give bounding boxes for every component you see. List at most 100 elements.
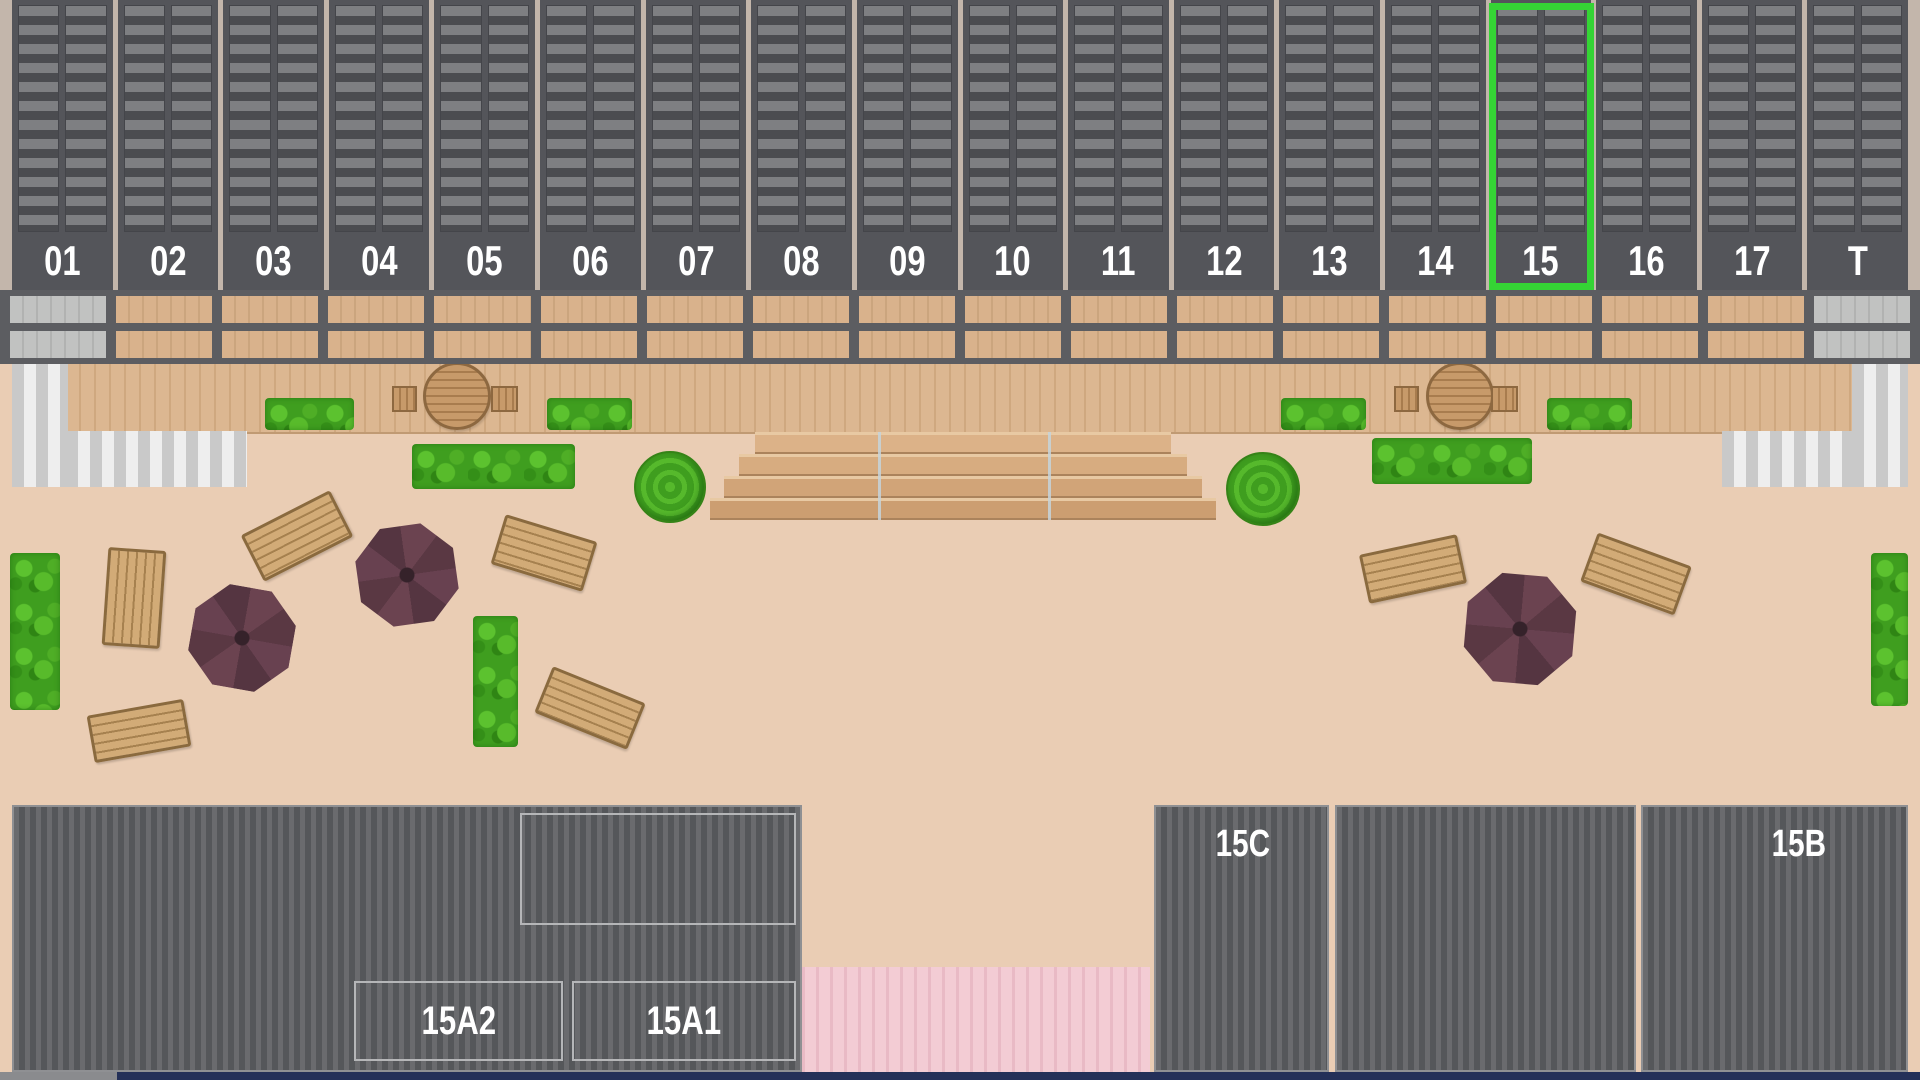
rack-shelf xyxy=(170,5,213,232)
picnic-bench xyxy=(490,514,598,592)
rack-shelf xyxy=(1755,5,1797,232)
stall-column-05[interactable]: 05 xyxy=(434,0,536,290)
rack-shelf xyxy=(1390,5,1433,232)
chair xyxy=(1394,386,1419,412)
stair-step xyxy=(724,476,1202,498)
stall-column-10[interactable]: 10 xyxy=(962,0,1064,290)
chair xyxy=(1491,386,1518,412)
hedge xyxy=(412,444,575,489)
chair xyxy=(392,386,417,412)
stall-column-16[interactable]: 16 xyxy=(1596,0,1697,290)
rack-shelf xyxy=(18,5,60,232)
rack-shelf xyxy=(804,5,846,232)
rack-shelf xyxy=(123,5,165,232)
rack-shelf xyxy=(276,5,318,232)
building-mid[interactable] xyxy=(1335,805,1636,1072)
stall-label: 06 xyxy=(572,237,609,284)
pink-walkway xyxy=(802,967,1150,1072)
stall-column-08[interactable]: 08 xyxy=(751,0,852,290)
stall-label: 02 xyxy=(149,237,187,284)
stall-label: 05 xyxy=(466,237,503,284)
hedge xyxy=(473,616,518,747)
staircase xyxy=(710,432,1216,520)
rack-shelf xyxy=(1649,5,1691,232)
stall-column-13[interactable]: 13 xyxy=(1279,0,1380,290)
stall-label: T xyxy=(1847,237,1868,284)
rack-shelf xyxy=(910,5,952,232)
picnic-bench xyxy=(240,490,354,582)
rack-shelf xyxy=(862,5,905,232)
stall-racks xyxy=(1807,0,1908,232)
rack-shelf xyxy=(1179,5,1222,232)
stair-step xyxy=(755,432,1171,454)
stall-racks xyxy=(963,0,1064,232)
stair-divider xyxy=(1048,432,1051,520)
rack-shelf xyxy=(757,5,799,232)
stair-step xyxy=(710,498,1216,520)
hedge xyxy=(1871,553,1908,706)
stall-racks xyxy=(12,0,113,232)
stall-racks xyxy=(751,0,852,232)
stall-label: 09 xyxy=(888,237,926,284)
stall-racks xyxy=(540,0,641,232)
hedge xyxy=(1547,398,1632,430)
rack-shelf xyxy=(1543,5,1586,232)
stall-label: 12 xyxy=(1205,237,1243,284)
picnic-bench xyxy=(1580,532,1692,616)
stall-column-04[interactable]: 04 xyxy=(328,0,430,290)
building-15b[interactable]: 15B xyxy=(1641,805,1908,1072)
rack-shelf xyxy=(1015,5,1058,232)
stall-column-09[interactable]: 09 xyxy=(856,0,958,290)
stall-label: 14 xyxy=(1417,237,1454,284)
room-unlabeled[interactable] xyxy=(520,813,796,925)
stall-column-07[interactable]: 07 xyxy=(645,0,747,290)
stall-label: 17 xyxy=(1733,237,1771,284)
stall-racks xyxy=(857,0,958,232)
parasol xyxy=(1451,560,1590,699)
stall-column-14[interactable]: 14 xyxy=(1384,0,1486,290)
rack-shelf xyxy=(1285,5,1327,232)
stall-label: 15 xyxy=(1522,237,1560,284)
stall-column-15[interactable]: 15 xyxy=(1490,0,1592,290)
building-15c[interactable]: 15C xyxy=(1154,805,1329,1072)
round-table xyxy=(1426,362,1494,430)
rack-shelf xyxy=(968,5,1010,232)
rack-shelf xyxy=(440,5,482,232)
striped-pavement xyxy=(12,364,68,487)
footer-strip-navy xyxy=(117,1072,1920,1080)
stall-label: 01 xyxy=(44,237,81,284)
chair xyxy=(491,386,518,412)
building-left[interactable]: 15A2 15A1 xyxy=(12,805,802,1072)
building-label: 15C xyxy=(1215,823,1271,865)
rack-shelf xyxy=(1121,5,1163,232)
room-15a1[interactable]: 15A1 xyxy=(572,981,796,1061)
stall-column-17[interactable]: 17 xyxy=(1701,0,1803,290)
hedge xyxy=(265,398,354,430)
picnic-bench xyxy=(1358,534,1468,604)
stair-divider xyxy=(878,432,881,520)
parasol xyxy=(341,509,472,640)
rack-shelf xyxy=(1602,5,1644,232)
stall-column-11[interactable]: 11 xyxy=(1068,0,1169,290)
picnic-bench xyxy=(101,547,167,649)
footer-strip-gray xyxy=(0,1072,117,1080)
stall-column-01[interactable]: 01 xyxy=(12,0,113,290)
hedge xyxy=(10,553,60,710)
rack-shelf xyxy=(651,5,693,232)
rack-shelf xyxy=(229,5,271,232)
room-15a2[interactable]: 15A2 xyxy=(354,981,563,1061)
stall-column-03[interactable]: 03 xyxy=(223,0,324,290)
stall-column-06[interactable]: 06 xyxy=(540,0,641,290)
stall-racks xyxy=(1068,0,1169,232)
boardwalk-rail xyxy=(0,290,1920,296)
stall-racks xyxy=(1491,0,1592,232)
stall-column-12[interactable]: 12 xyxy=(1173,0,1275,290)
striped-pavement xyxy=(66,431,247,487)
rack-shelf xyxy=(698,5,741,232)
parasol xyxy=(172,568,311,707)
stall-column-02[interactable]: 02 xyxy=(117,0,219,290)
building-label: 15B xyxy=(1771,823,1827,865)
hedge xyxy=(1372,438,1532,484)
stall-column-T[interactable]: T xyxy=(1807,0,1908,290)
boardwalk xyxy=(0,290,1920,364)
